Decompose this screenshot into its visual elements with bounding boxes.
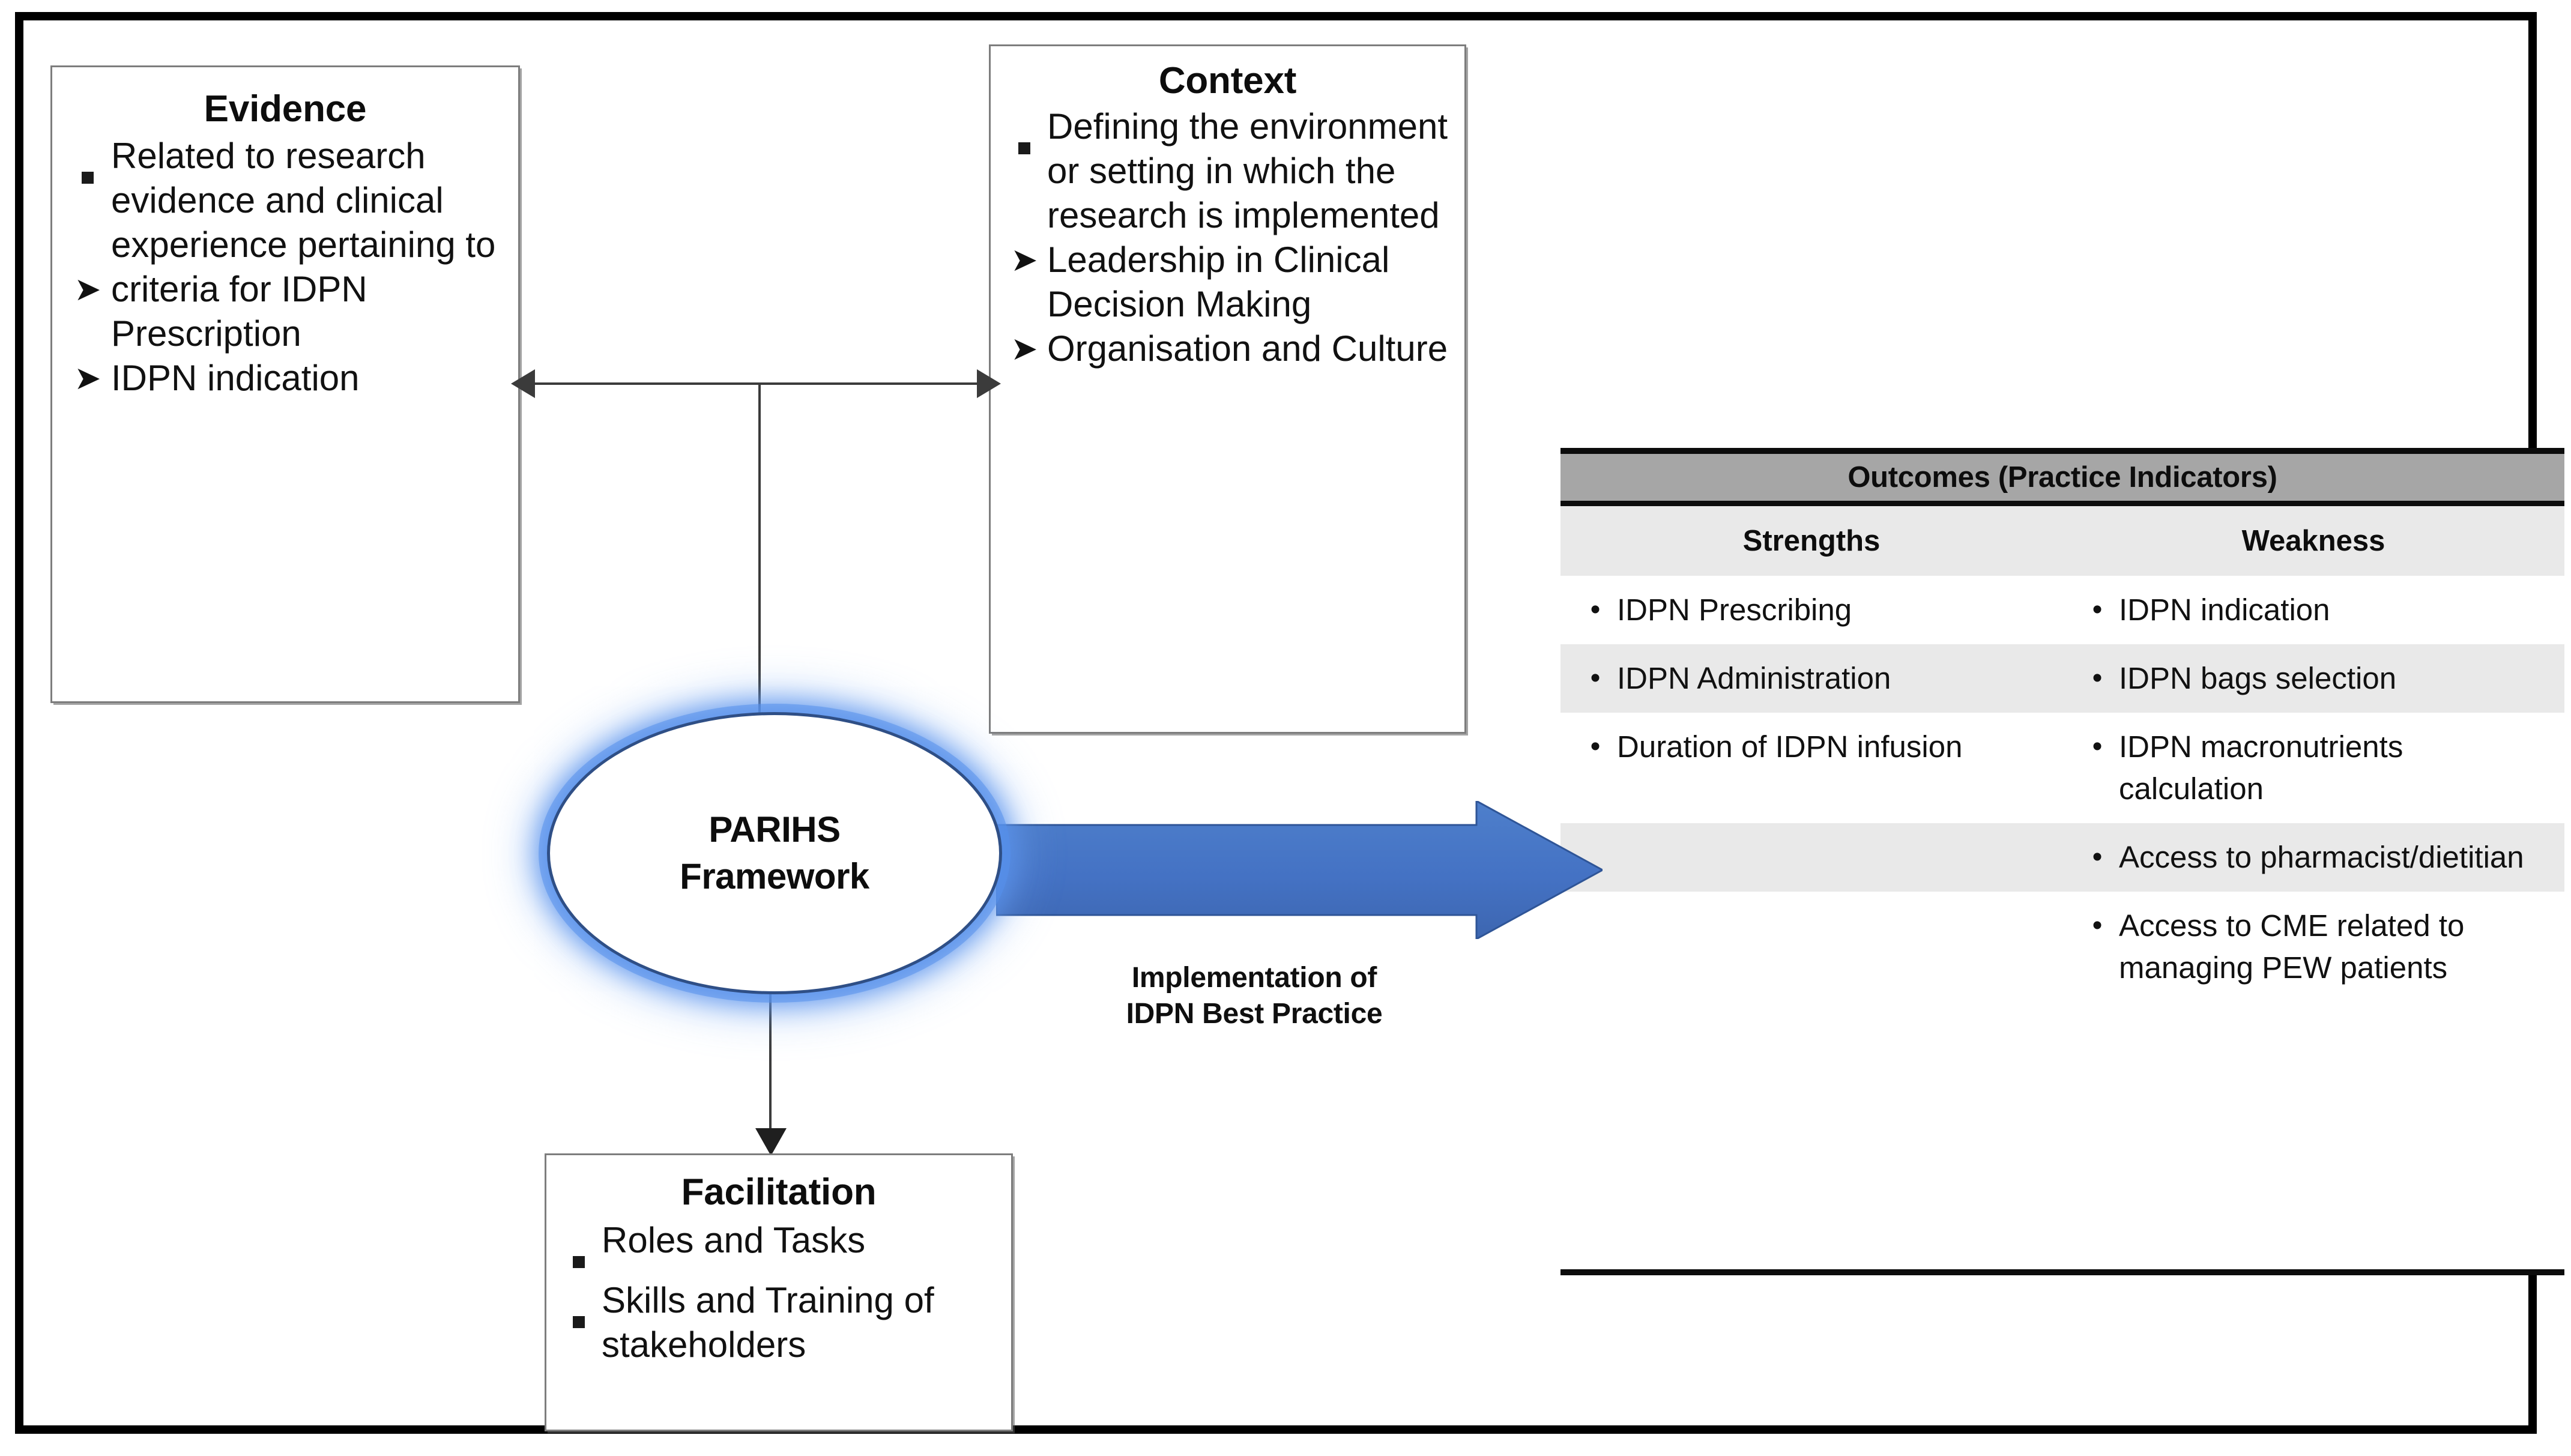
impl-caption-line-2: IDPN Best Practice	[1126, 998, 1383, 1030]
square-bullet-icon	[1002, 104, 1047, 165]
column-header-strengths: Strengths	[1742, 525, 1881, 557]
cell-text: Access to pharmacist/dietitian	[2119, 840, 2524, 874]
implementation-arrow	[995, 799, 1605, 941]
strengths-cell: • IDPN Administration	[1560, 644, 2062, 713]
dot-bullet-icon: •	[1590, 731, 1601, 763]
connector-to-oval-line	[758, 384, 761, 717]
arrow-down-head-icon	[755, 1128, 787, 1156]
context-title: Context	[1158, 60, 1297, 101]
table-row: • Duration of IDPN infusion • IDPN macro…	[1560, 713, 2564, 823]
dot-bullet-icon: •	[2092, 841, 2103, 873]
parihs-framework-oval: PARIHS Framework	[547, 712, 1002, 994]
weakness-cell: • IDPN bags selection	[2062, 644, 2564, 713]
context-item-text: Defining the environment or setting in w…	[1047, 106, 1448, 235]
list-item: Related to research evidence and clinica…	[64, 134, 506, 267]
evidence-list: Related to research evidence and clinica…	[64, 134, 506, 400]
list-item: ➤ Organisation and Culture	[1002, 327, 1454, 371]
impl-caption-line-1: Implementation of	[1131, 962, 1377, 994]
evidence-item-text: IDPN indication	[111, 358, 360, 398]
strengths-cell: • IDPN Prescribing	[1560, 576, 2062, 644]
dot-bullet-icon: •	[2092, 731, 2103, 763]
table-row: • IDPN Prescribing • IDPN indication	[1560, 576, 2564, 644]
arrow-right-head-icon	[977, 369, 1001, 398]
square-bullet-icon	[556, 1218, 602, 1278]
weakness-cell: • Access to CME related to managing PEW …	[2062, 892, 2564, 1002]
arrow-bullet-icon: ➤	[1011, 331, 1038, 367]
facilitation-title: Facilitation	[681, 1171, 877, 1213]
strengths-cell: • Duration of IDPN infusion	[1560, 713, 2062, 823]
outcomes-table-header: Outcomes (Practice Indicators)	[1560, 454, 2564, 506]
diagram-outer-frame: Evidence Related to research evidence an…	[15, 12, 2564, 1434]
implementation-arrow-caption: Implementation of IDPN Best Practice	[1044, 960, 1464, 1032]
context-item-text: Organisation and Culture	[1047, 328, 1448, 369]
outcomes-table: Outcomes (Practice Indicators) Strengths…	[1560, 448, 2564, 1275]
cell-text: IDPN Administration	[1617, 661, 1891, 695]
dot-bullet-icon: •	[2092, 910, 2103, 941]
parihs-line-2: Framework	[680, 856, 869, 896]
context-box: Context Defining the environment or sett…	[989, 44, 1466, 734]
cell-text: IDPN bags selection	[2119, 661, 2397, 695]
list-item: ➤ IDPN indication	[64, 356, 506, 400]
facilitation-list: Roles and Tasks Skills and Training of s…	[556, 1218, 1002, 1367]
weakness-cell: • IDPN macronutrients calculation	[2062, 713, 2564, 823]
list-item: ➤ Leadership in Clinical Decision Making	[1002, 238, 1454, 327]
dot-bullet-icon: •	[2092, 662, 2103, 694]
parihs-framework-label: PARIHS Framework	[680, 806, 869, 900]
table-row: • Access to pharmacist/dietitian	[1560, 823, 2564, 892]
cell-text: IDPN Prescribing	[1617, 593, 1852, 627]
weakness-cell: • Access to pharmacist/dietitian	[2062, 823, 2564, 892]
cell-text: Access to CME related to managing PEW pa…	[2119, 908, 2465, 985]
list-item: ➤ criteria for IDPN Prescription	[64, 267, 506, 356]
dot-bullet-icon: •	[2092, 594, 2103, 626]
dot-bullet-icon: •	[1590, 594, 1601, 626]
list-item: Defining the environment or setting in w…	[1002, 104, 1454, 238]
arrow-bullet-icon: ➤	[74, 360, 101, 396]
implementation-arrow-icon	[995, 799, 1605, 941]
dot-bullet-icon: •	[1590, 662, 1601, 694]
outcomes-column-headers: Strengths Weakness	[1560, 506, 2564, 576]
evidence-context-connector-line	[528, 382, 984, 385]
parihs-line-1: PARIHS	[708, 809, 841, 850]
square-bullet-icon	[64, 134, 111, 194]
cell-text: Duration of IDPN infusion	[1617, 730, 1963, 764]
facilitation-item-text: Skills and Training of stakeholders	[602, 1280, 934, 1365]
square-bullet-icon	[556, 1278, 602, 1338]
cell-text: IDPN indication	[2119, 593, 2330, 627]
oval-to-facilitation-line	[769, 981, 772, 1131]
context-list: Defining the environment or setting in w…	[1002, 104, 1454, 371]
cell-text: IDPN macronutrients calculation	[2119, 730, 2403, 806]
evidence-box: Evidence Related to research evidence an…	[50, 65, 520, 703]
facilitation-item-text: Roles and Tasks	[602, 1220, 866, 1260]
table-row: • IDPN Administration • IDPN bags select…	[1560, 644, 2564, 713]
arrow-bullet-icon: ➤	[74, 271, 101, 307]
column-header-weakness: Weakness	[2241, 525, 2385, 557]
arrow-bullet-icon: ➤	[1011, 242, 1038, 278]
arrow-left-head-icon	[511, 369, 535, 398]
evidence-item-text: Related to research evidence and clinica…	[111, 136, 496, 265]
table-row: • Access to CME related to managing PEW …	[1560, 892, 2564, 1002]
list-item: Roles and Tasks	[556, 1218, 1002, 1278]
evidence-item-text: criteria for IDPN Prescription	[111, 269, 367, 354]
weakness-cell: • IDPN indication	[2062, 576, 2564, 644]
facilitation-box: Facilitation Roles and Tasks Skills and …	[545, 1153, 1013, 1431]
evidence-title: Evidence	[204, 88, 367, 130]
list-item: Skills and Training of stakeholders	[556, 1278, 1002, 1367]
context-item-text: Leadership in Clinical Decision Making	[1047, 240, 1390, 324]
outcomes-title: Outcomes (Practice Indicators)	[1847, 461, 2277, 494]
